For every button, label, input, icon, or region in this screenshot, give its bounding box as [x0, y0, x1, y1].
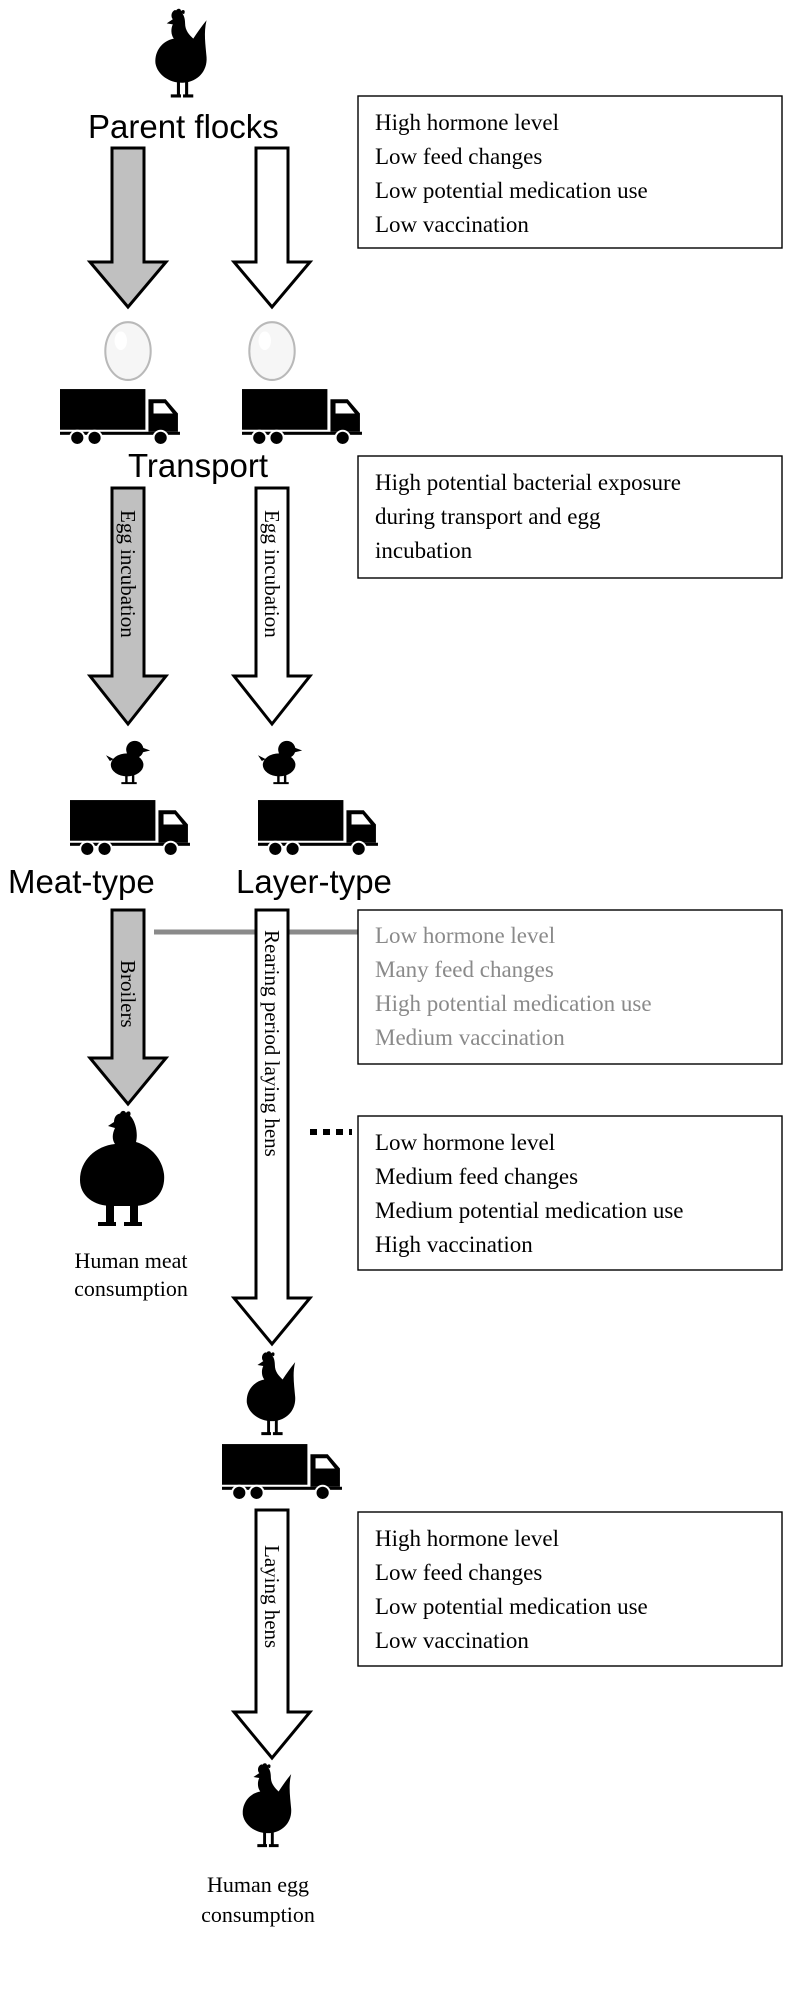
caption-human-meat: Human meat — [74, 1248, 187, 1273]
label-layer-type: Layer-type — [236, 863, 392, 900]
broiler-icon — [78, 1110, 167, 1226]
shaft-label-egg-incubation-meat: Egg incubation — [116, 510, 140, 638]
shaft-label-egg-incubation-layer: Egg incubation — [260, 510, 284, 638]
info-box-laying-line: Low vaccination — [375, 1628, 529, 1653]
caption-human-meat: consumption — [74, 1276, 188, 1301]
info-box-broiler: Low hormone level Many feed changes High… — [357, 909, 783, 1065]
info-box-broiler-line: Low hormone level — [375, 923, 555, 948]
info-box-parent-line: Low vaccination — [375, 212, 529, 237]
egg-icon — [104, 321, 152, 381]
label-transport: Transport — [128, 447, 268, 484]
arrow-layer-incubation — [230, 486, 314, 727]
info-box-parent-line: Low potential medication use — [375, 178, 648, 203]
info-box-laying-line: High hormone level — [375, 1526, 559, 1551]
info-box-rearing-line: High vaccination — [375, 1232, 533, 1257]
egg-icon — [248, 321, 296, 381]
info-box-transport-line: during transport and egg — [375, 504, 601, 529]
label-meat-type: Meat-type — [8, 863, 155, 900]
shaft-label-broilers: Broilers — [116, 960, 140, 1028]
label-parent-flocks: Parent flocks — [88, 108, 279, 145]
info-box-broiler-line: High potential medication use — [375, 991, 652, 1016]
info-box-parent-line: High hormone level — [375, 110, 559, 135]
truck-icon — [242, 388, 363, 446]
hen-icon — [241, 1762, 293, 1848]
arrow-meat-incubation — [86, 486, 170, 727]
info-box-laying-line: Low feed changes — [375, 1560, 542, 1585]
truck-icon — [70, 799, 191, 857]
hen-icon — [245, 1350, 297, 1436]
caption-human-egg: Human egg — [207, 1872, 309, 1897]
shaft-label-laying-hens: Laying hens — [260, 1545, 284, 1648]
shaft-label-rearing: Rearing period laying hens — [260, 930, 284, 1157]
info-box-parent-line: Low feed changes — [375, 144, 542, 169]
hen-icon — [153, 8, 209, 98]
arrow-broilers — [86, 908, 170, 1107]
info-box-broiler-line: Medium vaccination — [375, 1025, 565, 1050]
arrow-layer-parent — [230, 146, 314, 310]
info-box-rearing: Low hormone level Medium feed changes Me… — [357, 1115, 783, 1271]
truck-icon — [60, 388, 181, 446]
info-box-laying-line: Low potential medication use — [375, 1594, 648, 1619]
arrow-meat-parent — [86, 146, 170, 310]
chick-icon — [258, 739, 304, 785]
info-box-broiler-line: Many feed changes — [375, 957, 554, 982]
truck-icon — [222, 1443, 343, 1501]
info-box-parent: High hormone level Low feed changes Low … — [357, 95, 783, 249]
arrow-rearing — [230, 908, 314, 1347]
info-box-transport-line: incubation — [375, 538, 473, 563]
info-box-transport-line: High potential bacterial exposure — [375, 470, 681, 495]
chick-icon — [106, 739, 152, 785]
info-box-rearing-line: Low hormone level — [375, 1130, 555, 1155]
info-box-transport: High potential bacterial exposure during… — [357, 455, 783, 579]
info-box-laying: High hormone level Low feed changes Low … — [357, 1511, 783, 1667]
truck-icon — [258, 799, 379, 857]
caption-human-egg: consumption — [201, 1902, 315, 1927]
arrow-laying-hens — [230, 1508, 314, 1761]
info-box-rearing-line: Medium feed changes — [375, 1164, 578, 1189]
info-box-rearing-line: Medium potential medication use — [375, 1198, 684, 1223]
